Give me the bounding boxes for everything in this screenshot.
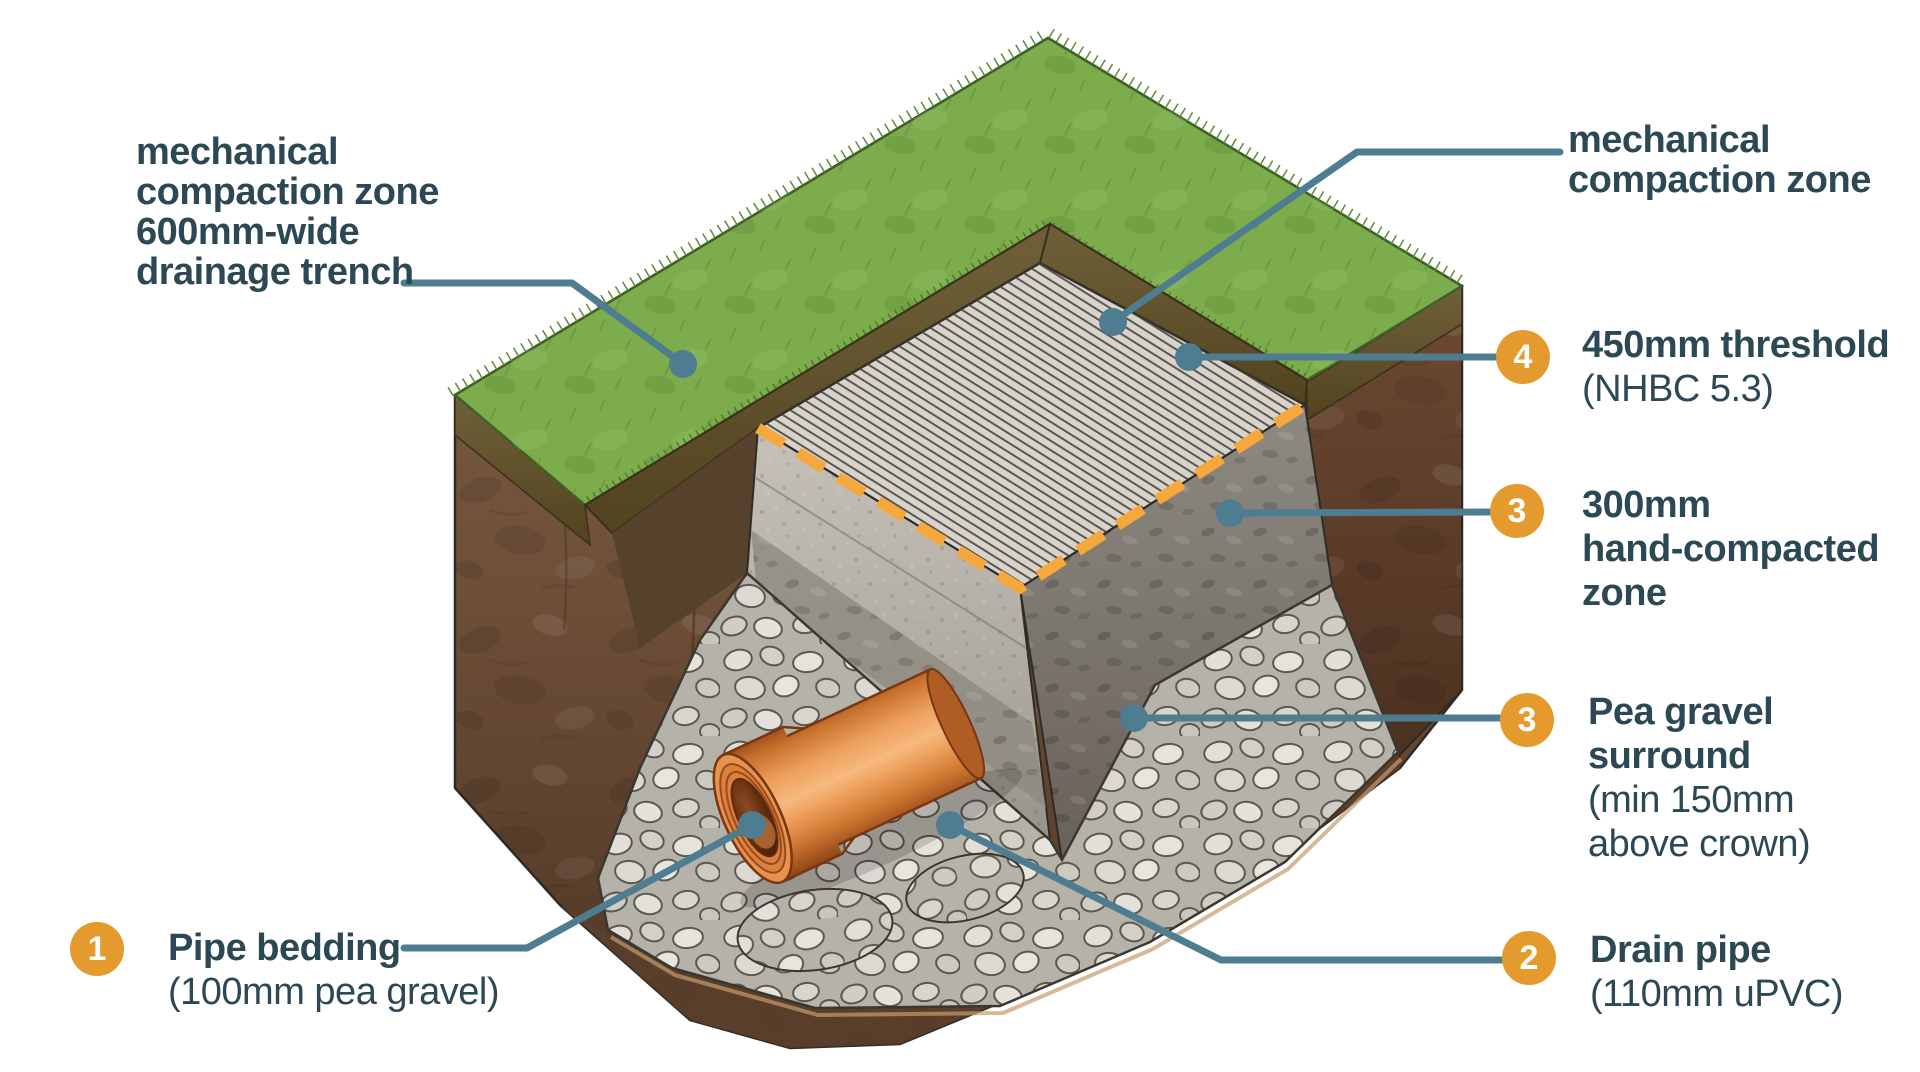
label-line: compaction zone <box>1568 159 1871 201</box>
callout-sub: (NHBC 5.3) <box>1582 368 1774 410</box>
callout-pea-gravel: Pea gravel surround (min 150mm above cro… <box>1588 690 1811 866</box>
callout-badge-2: 2 <box>1502 931 1556 985</box>
callout-title: 450mm threshold <box>1582 324 1890 366</box>
label-line: drainage trench <box>136 251 414 293</box>
grass-fringe <box>447 28 1048 397</box>
trench-left-wall <box>612 428 758 648</box>
callout-title: hand-compacted <box>1582 528 1880 570</box>
leader-compaction-zone <box>1109 148 1564 326</box>
label-compaction-zone: mechanical compaction zone <box>1568 120 1871 200</box>
callout-pipe-bedding: Pipe bedding (100mm pea gravel) <box>168 926 500 1014</box>
callout-title: surround <box>1588 735 1751 777</box>
callout-badge-1: 1 <box>70 922 124 976</box>
callout-450mm-threshold: 450mm threshold (NHBC 5.3) <box>1582 323 1890 411</box>
leader-drain-pipe <box>946 821 1506 964</box>
callout-badge-3: 3 <box>1490 484 1544 538</box>
callout-sub: (100mm pea gravel) <box>168 971 500 1013</box>
callout-300mm-zone: 300mm hand-compacted zone <box>1582 483 1880 615</box>
threshold-dashed-line <box>755 400 1308 595</box>
callout-title: zone <box>1582 572 1667 614</box>
callout-sub: above crown) <box>1588 823 1811 865</box>
pipe-bedding-area <box>736 852 1025 973</box>
callout-drain-pipe: Drain pipe (110mm uPVC) <box>1590 928 1844 1016</box>
callout-badge-3b: 3 <box>1500 693 1554 747</box>
callout-badge-4: 4 <box>1496 330 1550 384</box>
label-line: compaction zone <box>136 171 439 213</box>
leader-pipe-bedding <box>400 821 756 952</box>
leader-300mm-zone <box>1226 508 1494 517</box>
callout-title: Drain pipe <box>1590 929 1771 971</box>
callout-title: Pipe bedding <box>168 927 401 969</box>
label-line: mechanical <box>1568 119 1770 161</box>
callout-sub: (min 150mm <box>1588 779 1795 821</box>
callout-sub: (110mm uPVC) <box>1590 973 1844 1015</box>
leader-lines <box>400 148 1564 964</box>
leader-trench-width <box>400 279 687 368</box>
label-line: 600mm-wide <box>136 211 360 253</box>
label-trench-width: mechanical compaction zone 600mm-wide dr… <box>136 132 439 292</box>
leader-dots <box>669 308 1244 839</box>
callout-title: 300mm <box>1582 484 1711 526</box>
callout-title: Pea gravel <box>1588 691 1774 733</box>
label-line: mechanical <box>136 131 338 173</box>
